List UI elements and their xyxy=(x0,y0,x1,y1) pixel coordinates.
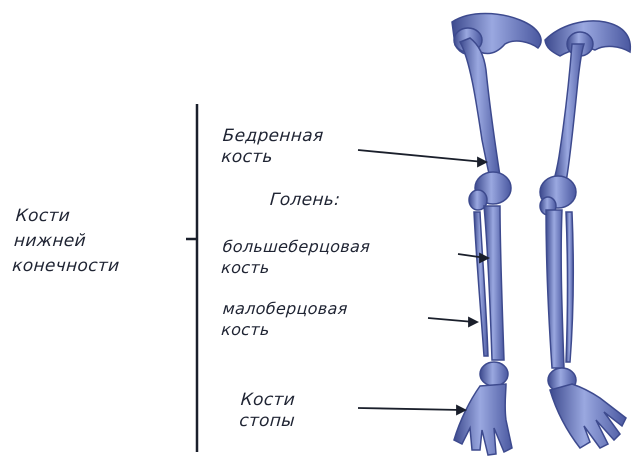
femur-label: Бедренная кость xyxy=(221,126,325,168)
foot-label-line-2: стопы xyxy=(239,411,296,432)
right-leg-bones xyxy=(540,44,626,448)
fibula-label: малоберцовая кость xyxy=(221,298,349,340)
tibia-label-line-2: кость xyxy=(221,257,370,278)
foot-label-line-1: Кости xyxy=(240,390,297,411)
tibia-label-line-1: большеберцовая xyxy=(222,236,371,257)
tibia-label: большеберцовая кость xyxy=(221,236,371,278)
fibula-label-line-1: малоберцовая xyxy=(222,298,348,319)
group-label-line-1: Кости xyxy=(15,204,124,229)
left-leg-bones xyxy=(454,38,512,455)
group-label-line-2: нижней xyxy=(13,229,122,254)
foot-pointer xyxy=(358,408,462,410)
shin-heading: Голень: xyxy=(269,190,341,211)
pointer-lines xyxy=(358,150,488,414)
fibula-pointer xyxy=(428,318,474,322)
femur-label-line-1: Бедренная xyxy=(222,126,324,147)
group-label-line-3: конечности xyxy=(11,254,120,279)
group-label: Кости нижней конечности xyxy=(11,204,123,279)
femur-label-line-2: кость xyxy=(221,147,323,168)
femur-pointer xyxy=(358,150,484,162)
fibula-label-line-2: кость xyxy=(221,319,347,340)
bracket-line xyxy=(186,104,197,452)
foot-label: Кости стопы xyxy=(239,390,298,432)
